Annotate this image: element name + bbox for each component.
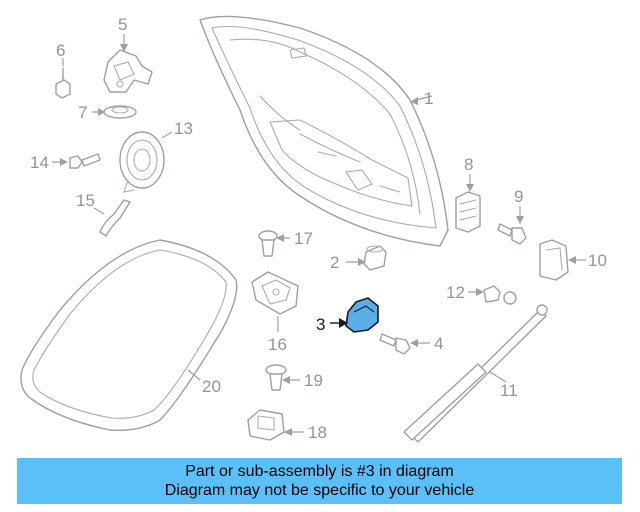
ball-stud-part-12 <box>483 285 517 305</box>
banner-line-disclaimer: Diagram may not be specific to your vehi… <box>164 482 475 499</box>
callout-20: 20 <box>202 377 221 396</box>
bolt-part-4 <box>379 333 411 355</box>
clip-part-17 <box>258 230 278 257</box>
callout-6: 6 <box>56 41 65 60</box>
callout-19: 19 <box>304 371 323 390</box>
callout-9: 9 <box>514 187 523 206</box>
callout-2: 2 <box>330 253 339 272</box>
weatherstrip-part-20 <box>20 239 238 431</box>
callout-12: 12 <box>446 283 465 302</box>
bolt-part-9 <box>497 223 527 245</box>
actuator-part-13 <box>119 131 165 193</box>
callout-11: 11 <box>500 381 518 400</box>
striker-part-18 <box>247 409 285 441</box>
callout-16: 16 <box>268 335 287 354</box>
bump-stop-part-2 <box>363 245 387 271</box>
cover-part-8 <box>455 191 481 233</box>
latch-part-16 <box>251 271 299 315</box>
callout-5: 5 <box>118 15 127 34</box>
callout-15: 15 <box>76 191 95 210</box>
gas-strut-part-11 <box>403 304 548 443</box>
callout-4: 4 <box>434 334 443 353</box>
push-pin-part-19 <box>265 364 287 391</box>
cap-part-10 <box>539 239 569 281</box>
callout-1: 1 <box>424 89 433 108</box>
callout-17: 17 <box>294 229 313 248</box>
callout-labels: 1 2 3 4 5 6 7 8 9 10 11 12 13 14 15 16 1… <box>30 15 607 442</box>
callout-14: 14 <box>30 153 49 172</box>
bolt-part-14 <box>69 153 101 169</box>
callout-13: 13 <box>174 119 193 138</box>
parts-diagram: 1 2 3 4 5 6 7 8 9 10 11 12 13 14 15 16 1… <box>20 15 607 443</box>
leader-lines <box>52 34 586 436</box>
bumper-part-3-highlighted <box>345 297 379 333</box>
bolt-part-6 <box>55 67 71 99</box>
liftgate-panel-part-1 <box>199 15 449 247</box>
callout-3-highlighted: 3 <box>316 315 325 334</box>
banner-line-part-number: Part or sub-assembly is #3 in diagram <box>185 463 454 480</box>
callout-8: 8 <box>464 155 473 174</box>
callout-18: 18 <box>308 423 327 442</box>
hinge-bracket-part-5 <box>103 49 153 93</box>
grommet-part-7 <box>103 105 137 119</box>
info-banner: Part or sub-assembly is #3 in diagram Di… <box>17 458 622 504</box>
callout-10: 10 <box>588 251 607 270</box>
hose-part-15 <box>99 199 131 237</box>
callout-7: 7 <box>78 103 87 122</box>
